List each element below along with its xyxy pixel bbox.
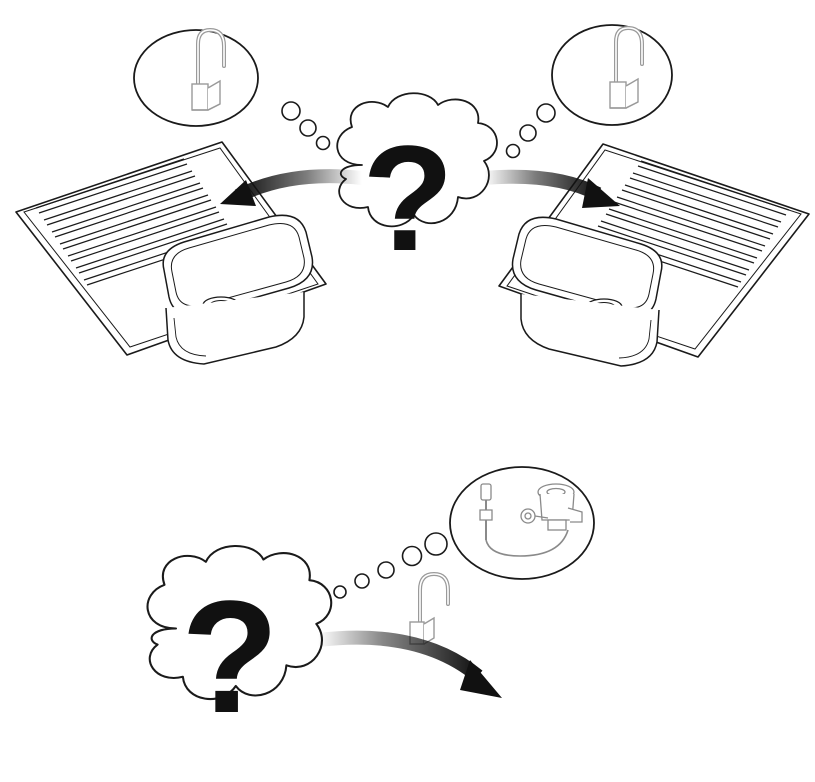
thought-dot bbox=[317, 137, 330, 150]
question-cloud-top: ? bbox=[337, 93, 497, 282]
thought-dot bbox=[403, 547, 422, 566]
thought-dot bbox=[378, 562, 394, 578]
arrow-to-sink bbox=[318, 638, 502, 698]
thought-dot bbox=[334, 586, 346, 598]
thought-dot bbox=[537, 104, 555, 122]
question-cloud-bottom: ? bbox=[148, 546, 332, 746]
thought-bubble-bottom bbox=[334, 467, 594, 598]
question-mark: ? bbox=[362, 114, 454, 282]
thought-dot bbox=[300, 120, 316, 136]
thought-dot bbox=[355, 574, 369, 588]
thought-dot bbox=[507, 145, 520, 158]
thought-dot bbox=[282, 102, 300, 120]
question-mark: ? bbox=[181, 567, 279, 746]
thought-dot bbox=[425, 533, 447, 555]
thought-bubble-right bbox=[507, 25, 673, 158]
thought-dot bbox=[520, 125, 536, 141]
thought-bubble-left bbox=[134, 30, 330, 150]
